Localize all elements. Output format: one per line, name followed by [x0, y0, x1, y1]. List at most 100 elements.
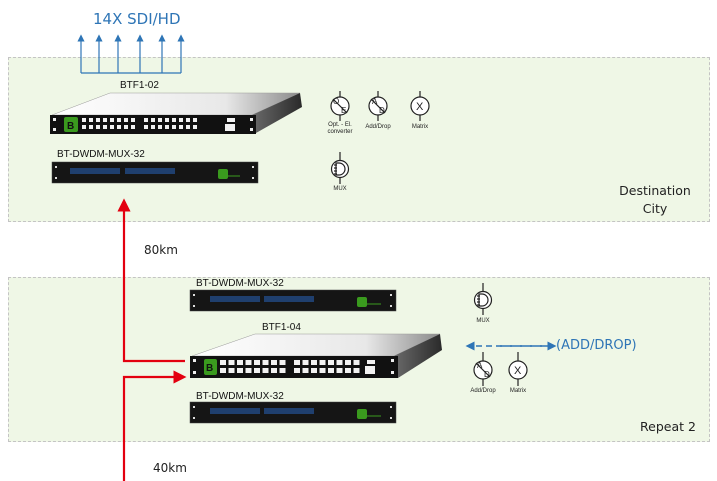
btf1-04-device: B — [190, 333, 442, 378]
matrix-dest-icon: X — [410, 91, 430, 121]
port — [353, 368, 360, 373]
port — [237, 360, 243, 365]
svg-text:X: X — [514, 365, 522, 377]
port — [82, 118, 86, 122]
port — [117, 118, 121, 122]
port — [165, 118, 169, 122]
port — [262, 368, 269, 373]
fiber-links — [117, 198, 187, 481]
port — [110, 118, 114, 122]
port — [336, 368, 343, 373]
port — [220, 368, 226, 373]
port — [110, 125, 114, 129]
port — [262, 360, 269, 365]
svg-text:B: B — [67, 121, 74, 132]
svg-text:D: D — [379, 106, 385, 115]
port — [186, 118, 190, 122]
matrix-repeat-icon: X — [508, 352, 528, 386]
distance-80km-label: 80km — [144, 243, 178, 257]
port — [144, 125, 148, 129]
btf1-02-device: B — [50, 92, 302, 134]
mux-dest-symbol-label: MUX — [333, 186, 347, 192]
port — [124, 118, 128, 122]
port — [271, 368, 277, 373]
mux-dest-device — [51, 161, 259, 184]
port — [144, 118, 148, 122]
port — [228, 360, 235, 365]
svg-text:A: A — [372, 97, 378, 106]
port — [179, 125, 183, 129]
port — [345, 368, 351, 373]
svg-text:E: E — [341, 106, 346, 115]
port — [172, 125, 176, 129]
port — [103, 118, 107, 122]
mux-repeat-symbol-label: MUX — [476, 318, 490, 324]
mux-repeat-top-label: BT-DWDM-MUX-32 — [196, 278, 284, 289]
port — [279, 368, 286, 373]
port — [151, 125, 155, 129]
add-drop-link-label: (ADD/DROP) — [556, 338, 637, 353]
port — [165, 125, 169, 129]
matrix-repeat-label: Matrix — [509, 388, 527, 394]
port — [353, 360, 360, 365]
port — [124, 125, 128, 129]
svg-text:O: O — [333, 97, 339, 106]
mux-repeat-top-device — [189, 289, 397, 312]
matrix-dest-label: Matrix — [411, 124, 429, 130]
port — [345, 360, 351, 365]
port — [131, 118, 135, 122]
port — [228, 368, 235, 373]
destination-city-zone — [8, 57, 710, 222]
btf1-02-label: BTF1-02 — [120, 80, 159, 91]
oe-label-line1: Opt. - El. — [328, 122, 352, 128]
sdi-output-label: 14X SDI/HD — [93, 10, 181, 28]
oe-label-line2: converter — [327, 129, 353, 135]
add-drop-repeat-label: Add/Drop — [470, 388, 496, 394]
oe-converter-icon: O E — [330, 91, 350, 121]
port — [131, 125, 135, 129]
port — [96, 118, 100, 122]
port — [179, 118, 183, 122]
port — [294, 368, 300, 373]
sdi-output-arrows — [77, 34, 185, 74]
btf1-04-label: BTF1-04 — [262, 322, 301, 333]
port — [103, 125, 107, 129]
destination-label-line2: City — [642, 201, 668, 216]
distance-40km-label: 40km — [153, 461, 187, 475]
port — [245, 368, 252, 373]
port — [319, 360, 326, 365]
mux-repeat-icon — [473, 283, 493, 315]
port — [245, 360, 252, 365]
port — [311, 368, 317, 373]
destination-city-label: Destination City — [615, 182, 695, 218]
port — [254, 368, 260, 373]
port — [117, 125, 121, 129]
mux-dest-label: BT-DWDM-MUX-32 — [57, 149, 145, 160]
port — [336, 360, 343, 365]
repeat-2-label: Repeat 2 — [640, 419, 696, 434]
fiber-uplink-80km — [117, 198, 185, 363]
add-drop-dest-icon: A D — [368, 91, 388, 121]
port — [279, 360, 286, 365]
port — [328, 360, 334, 365]
port — [82, 125, 86, 129]
port — [294, 360, 300, 365]
port — [311, 360, 317, 365]
port — [186, 125, 190, 129]
port — [172, 118, 176, 122]
port — [328, 368, 334, 373]
port — [158, 125, 162, 129]
port — [96, 125, 100, 129]
svg-text:D: D — [484, 370, 490, 379]
destination-label-line1: Destination — [619, 183, 691, 198]
mux-repeat-bottom-label: BT-DWDM-MUX-32 — [196, 391, 284, 402]
port — [302, 368, 309, 373]
port — [302, 360, 309, 365]
port — [193, 118, 197, 122]
port — [319, 368, 326, 373]
mux-repeat-bottom-device — [189, 401, 397, 424]
port — [193, 125, 197, 129]
port — [158, 118, 162, 122]
oe-converter-label: Opt. - El. converter — [320, 122, 360, 136]
port — [89, 125, 93, 129]
